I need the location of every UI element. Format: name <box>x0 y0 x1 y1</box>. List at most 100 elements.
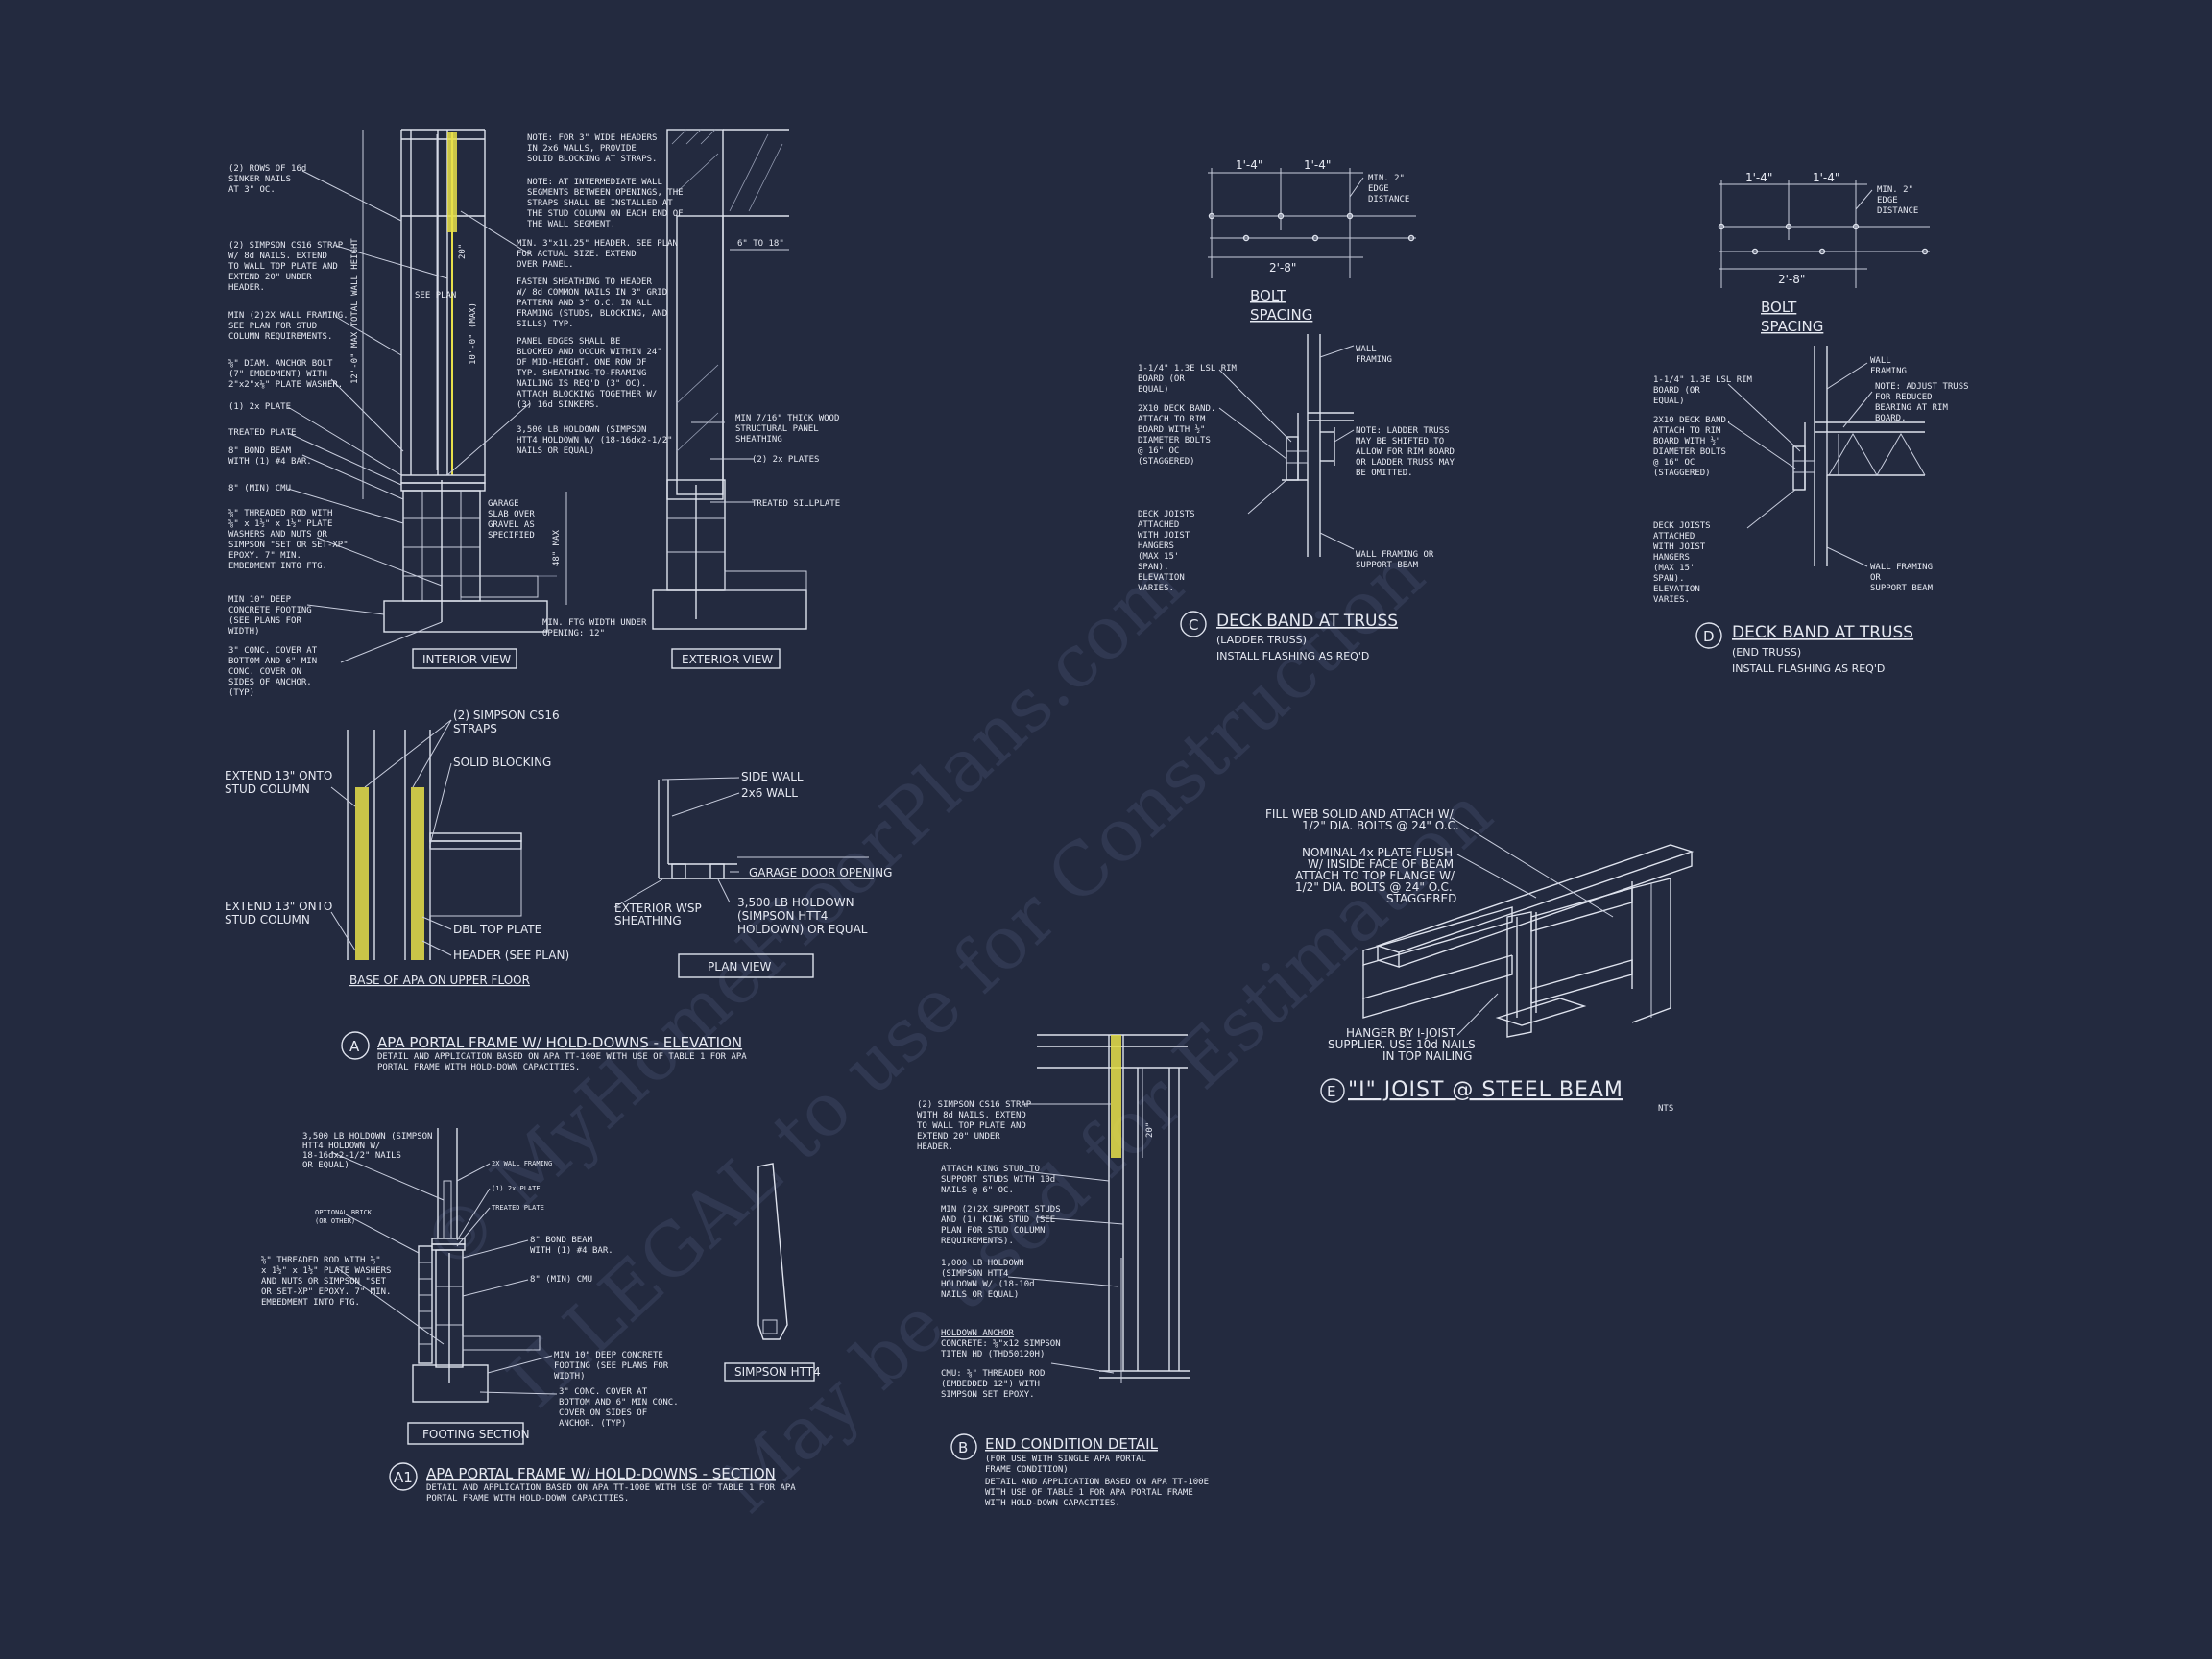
drawing-note: ELEVATION <box>1653 585 1700 594</box>
drawing-note: WIDTH) <box>554 1372 586 1382</box>
drawing-note: PANEL EDGES SHALL BE <box>517 337 620 347</box>
simpson-htt4-label: SIMPSON HTT4 <box>734 1365 821 1379</box>
drawing-note: EXTEND 20" UNDER <box>228 273 312 282</box>
drawing-note: STRAPS <box>453 722 497 735</box>
drawing-note: FRAMING <box>1356 355 1392 365</box>
drawing-note: 1'-4" <box>1745 171 1772 184</box>
drawing-note: ⅝" THREADED ROD WITH ⅝" <box>261 1256 381 1265</box>
drawing-note: EXTERIOR WSP <box>614 902 702 915</box>
drawing-note: ATTACH TO RIM <box>1138 415 1206 424</box>
detail-b-title: END CONDITION DETAIL <box>985 1435 1159 1453</box>
drawing-note: TREATED PLATE <box>228 428 296 438</box>
drawing-note: TYP. SHEATHING-TO-FRAMING <box>517 369 646 378</box>
drawing-note: SUPPLIER. USE 10d NAILS <box>1328 1038 1476 1051</box>
drawing-note: HOLDOWN) OR EQUAL <box>737 923 868 936</box>
drawing-note: SHEATHING <box>614 914 682 927</box>
drawing-note: 2x6 WALL <box>741 786 798 800</box>
interior-view-label: INTERIOR VIEW <box>422 653 511 666</box>
drawing-note: FOR ACTUAL SIZE. EXTEND <box>517 250 637 259</box>
drawing-note: MAY BE SHIFTED TO <box>1356 437 1444 446</box>
detail-e-title: "I" JOIST @ STEEL BEAM <box>1348 1078 1623 1102</box>
drawing-note: 1-1/4" 1.3E LSL RIM <box>1138 364 1238 373</box>
drawing-note: NOMINAL 4x PLATE FLUSH <box>1302 846 1453 859</box>
drawing-note: SIDES OF ANCHOR. <box>228 678 312 687</box>
drawing-note: BOARD. <box>1875 414 1907 423</box>
drawing-note: (3) 16d SINKERS. <box>517 400 600 410</box>
drawing-note: PLAN FOR STUD COLUMN <box>941 1226 1045 1236</box>
drawing-note: WITH JOIST <box>1138 531 1190 541</box>
dim-12ft-max-total: 12'-0" MAX TOTAL WALL HEIGHT <box>350 238 360 384</box>
drawing-note: SPAN). <box>1138 563 1169 572</box>
drawing-note: MIN. FTG WIDTH UNDER <box>542 618 647 628</box>
drawing-note: W/ 8d NAILS. EXTEND <box>228 252 327 261</box>
drawing-note: HEADER (SEE PLAN) <box>453 949 569 962</box>
drawing-note: FOOTING (SEE PLANS FOR <box>554 1361 669 1371</box>
detail-e-marker: E <box>1327 1083 1335 1100</box>
drawing-note: DECK JOISTS <box>1653 521 1711 531</box>
drawing-note: SLAB OVER <box>488 510 535 519</box>
detail-d-marker: D <box>1703 628 1715 645</box>
drawing-note: (OR OTHER) <box>315 1217 355 1225</box>
drawing-note: BLOCKED AND OCCUR WITHIN 24" <box>517 348 662 357</box>
drawing-note: ⅝" DIAM. ANCHOR BOLT <box>228 359 333 369</box>
drawing-note: SIMPSON SET EPOXY. <box>941 1390 1035 1400</box>
drawing-note: DISTANCE <box>1877 206 1918 216</box>
drawing-note: NAILS @ 6" OC. <box>941 1186 1014 1195</box>
drawing-note: EQUAL) <box>1138 385 1169 395</box>
detail-a-title: APA PORTAL FRAME W/ HOLD-DOWNS - ELEVATI… <box>377 1034 742 1051</box>
detail-d-deck-band: 1'-4" 1'-4" 2'-8" MIN. 2" EDGE DISTANCE … <box>1653 171 1969 675</box>
drawing-note: AND (1) KING STUD (SEE <box>941 1215 1055 1225</box>
drawing-note: HANGERS <box>1653 553 1690 563</box>
drawing-note: SUPPORT STUDS WITH 10d <box>941 1175 1055 1185</box>
drawing-note: EDGE <box>1877 196 1898 205</box>
drawing-note: HANGER BY I-JOIST <box>1346 1026 1456 1040</box>
drawing-note: TO WALL TOP PLATE AND <box>228 262 338 272</box>
drawing-note: 2'-8" <box>1269 261 1296 275</box>
detail-a-left-notes: (2) ROWS OF 16d SINKER NAILS AT 3" OC. (… <box>228 164 349 698</box>
drawing-note: STUD COLUMN <box>225 913 310 926</box>
drawing-note: STUD COLUMN <box>225 782 310 796</box>
drawing-note: x 1½" x 1½" PLATE WASHERS <box>261 1265 391 1276</box>
drawing-note: MIN (2)2X SUPPORT STUDS <box>941 1205 1061 1214</box>
drawing-note: CONC. COVER ON <box>228 667 301 677</box>
drawing-note: WITH HOLD-DOWN CAPACITIES. <box>985 1499 1120 1508</box>
drawing-note: OR SET-XP" EPOXY. 7" MIN. <box>261 1287 391 1297</box>
drawing-note: GRAVEL AS <box>488 520 535 530</box>
drawing-note: HANGERS <box>1138 541 1174 551</box>
drawing-note: OR EQUAL) <box>302 1161 349 1170</box>
drawing-note: 8" (MIN) CMU <box>228 484 291 493</box>
drawing-note: EMBEDMENT INTO FTG. <box>228 562 327 571</box>
drawing-note: FOR REDUCED <box>1875 393 1933 402</box>
drawing-note: MIN. 2" <box>1877 185 1913 195</box>
drawing-note: ALLOW FOR RIM BOARD <box>1356 447 1455 457</box>
drawing-note: WALL FRAMING OR <box>1356 550 1434 560</box>
drawing-note: IN 2x6 WALLS, PROVIDE <box>527 144 637 154</box>
drawing-note: HEADER. <box>228 283 265 293</box>
drawing-note: HTT4 HOLDOWN W/ <box>302 1142 380 1151</box>
drawing-note: DIAMETER BOLTS <box>1653 447 1726 457</box>
drawing-note: HOLDOWN ANCHOR <box>941 1329 1014 1338</box>
exterior-view-label: EXTERIOR VIEW <box>682 653 773 666</box>
drawing-note: HTT4 HOLDOWN W/ (18-16dx2-1/2" <box>517 436 673 445</box>
drawing-note: @ 16" OC <box>1653 458 1695 468</box>
drawing-note: ⅝" x 1½" x 1½" PLATE <box>228 518 332 529</box>
drawing-note: BEARING AT RIM <box>1875 403 1948 413</box>
drawing-note: (7" EMBEDMENT) WITH <box>228 370 327 379</box>
footing-section-label: FOOTING SECTION <box>422 1428 530 1441</box>
nts-label: NTS <box>1658 1104 1673 1114</box>
drawing-note: SILLS) TYP. <box>517 320 574 329</box>
drawing-note: PORTAL FRAME WITH HOLD-DOWN CAPACITIES. <box>377 1063 580 1072</box>
drawing-note: MIN 10" DEEP CONCRETE <box>554 1351 663 1360</box>
drawing-note: WALL <box>1870 356 1891 366</box>
drawing-note: SPAN). <box>1653 574 1685 584</box>
drawing-note: WITH (1) #4 BAR. <box>228 457 312 467</box>
drawing-note: EXTEND 20" UNDER <box>917 1132 1000 1142</box>
detail-a-plan-view: SIDE WALL 2x6 WALL GARAGE DOOR OPENING E… <box>613 770 892 978</box>
detail-b-dim-20in: 20" <box>1145 1122 1155 1138</box>
drawing-note: EMBEDMENT INTO FTG. <box>261 1298 360 1308</box>
drawing-note: WITH (1) #4 BAR. <box>530 1246 613 1256</box>
drawing-note: NOTE: FOR 3" WIDE HEADERS <box>527 133 657 143</box>
drawing-note: 1/2" DIA. BOLTS @ 24" O.C. <box>1302 819 1459 832</box>
drawing-note: PORTAL FRAME WITH HOLD-DOWN CAPACITIES. <box>426 1494 629 1503</box>
